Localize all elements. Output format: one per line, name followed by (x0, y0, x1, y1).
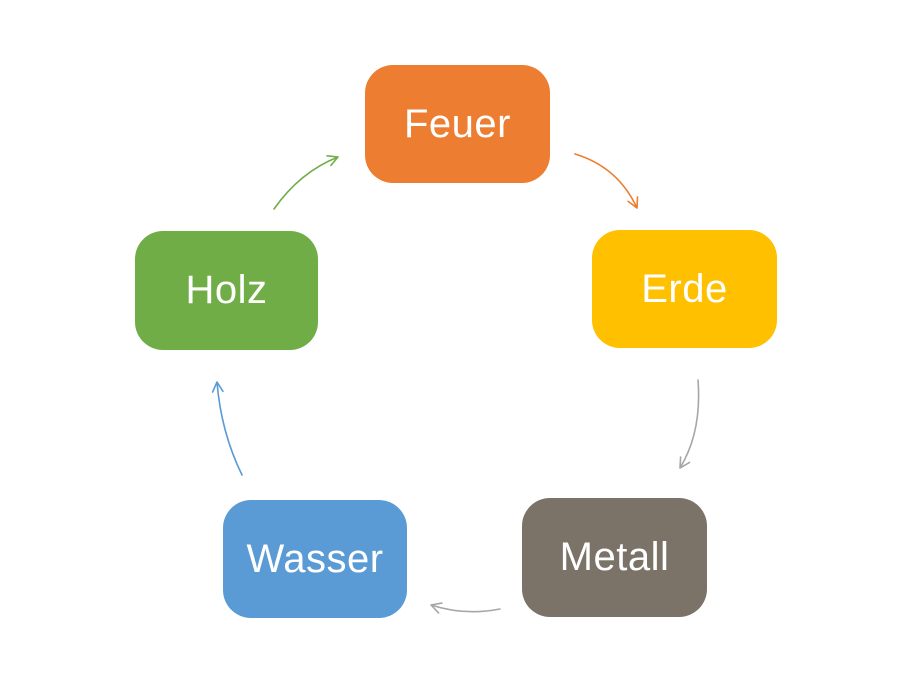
node-erde: Erde (592, 230, 777, 348)
node-holz-label: Holz (185, 268, 268, 312)
arrow-feuer-to-erde (574, 153, 639, 209)
arrow-holz-to-feuer (273, 155, 339, 210)
node-holz: Holz (135, 231, 318, 350)
node-wasser-label: Wasser (246, 536, 384, 581)
node-wasser: Wasser (223, 500, 407, 618)
node-feuer-label: Feuer (404, 101, 511, 146)
node-feuer: Feuer (365, 65, 550, 183)
node-metall-label: Metall (559, 535, 670, 579)
arrow-metall-to-wasser (430, 602, 501, 614)
arrow-wasser-to-holz (211, 381, 243, 476)
arrow-erde-to-metall (679, 379, 700, 469)
node-erde-label: Erde (641, 266, 728, 311)
node-metall: Metall (522, 498, 707, 617)
